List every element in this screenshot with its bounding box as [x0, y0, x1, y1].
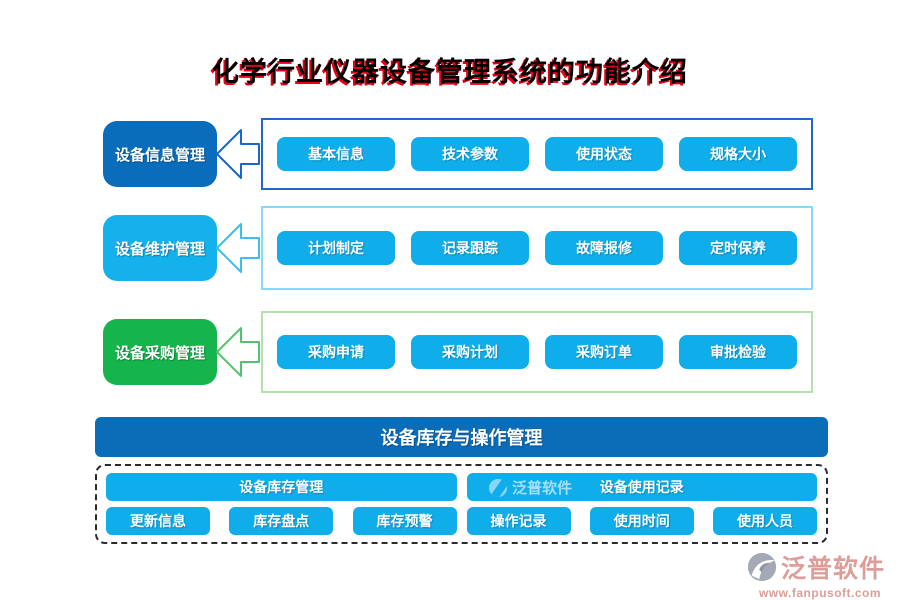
feature-stock-alert: 库存预警: [352, 507, 457, 535]
inventory-buttons: 更新信息 库存盘点 库存预警: [106, 507, 457, 535]
page-title: 化学行业仪器设备管理系统的功能介绍: [212, 57, 688, 87]
label-equipment-info-management: 设备信息管理: [103, 121, 217, 187]
group-equipment-maintenance: 计划制定 记录跟踪 故障报修 定时保养: [261, 206, 813, 290]
fanpu-logo-name: 泛普软件: [781, 555, 886, 583]
fanpu-logo-icon: [747, 552, 777, 582]
fanpu-logo-row: 泛普软件: [746, 549, 894, 585]
feature-purchase-plan: 采购计划: [411, 335, 529, 369]
arrow-left-icon: [216, 129, 260, 179]
panel-buttons: 更新信息 库存盘点 库存预警 操作记录 使用时间 使用人员: [106, 507, 817, 535]
header-inventory-management: 设备库存管理: [106, 473, 457, 501]
label-equipment-maintenance-management: 设备维护管理: [103, 215, 217, 281]
feature-purchase-order: 采购订单: [545, 335, 663, 369]
section-inventory-operation-bar: 设备库存与操作管理: [95, 417, 828, 457]
fanpu-logo-url: www.fanpusoft.com: [758, 586, 882, 600]
feature-stock-count: 库存盘点: [229, 507, 334, 535]
feature-usage-status: 使用状态: [545, 137, 663, 171]
feature-plan-making: 计划制定: [277, 231, 395, 265]
feature-basic-info: 基本信息: [277, 137, 395, 171]
feature-approval-inspection: 审批检验: [679, 335, 797, 369]
group-equipment-info: 基本信息 技术参数 使用状态 规格大小: [261, 118, 813, 190]
feature-fault-repair: 故障报修: [545, 231, 663, 265]
feature-usage-person: 使用人员: [713, 507, 817, 535]
feature-operation-record: 操作记录: [466, 507, 571, 535]
arrow-left-icon: [216, 327, 260, 377]
usage-buttons: 操作记录 使用时间 使用人员: [466, 507, 817, 535]
arrow-left-icon: [216, 223, 260, 273]
group-equipment-purchase: 采购申请 采购计划 采购订单 审批检验: [261, 311, 813, 393]
feature-purchase-request: 采购申请: [277, 335, 395, 369]
feature-spec-size: 规格大小: [679, 137, 797, 171]
feature-update-info: 更新信息: [106, 507, 210, 535]
feature-scheduled-maintenance: 定时保养: [679, 231, 797, 265]
fanpu-logo: 泛普软件 www.fanpusoft.com: [746, 549, 894, 600]
header-usage-record: 设备使用记录: [466, 473, 817, 501]
feature-tech-params: 技术参数: [411, 137, 529, 171]
feature-record-tracking: 记录跟踪: [411, 231, 529, 265]
label-equipment-purchase-management: 设备采购管理: [103, 319, 217, 385]
inventory-operation-panel: 设备库存管理 设备使用记录 更新信息 库存盘点 库存预警 操作记录 使用时间 使…: [95, 464, 828, 544]
panel-headers: 设备库存管理 设备使用记录: [106, 473, 817, 501]
feature-usage-time: 使用时间: [589, 507, 694, 535]
